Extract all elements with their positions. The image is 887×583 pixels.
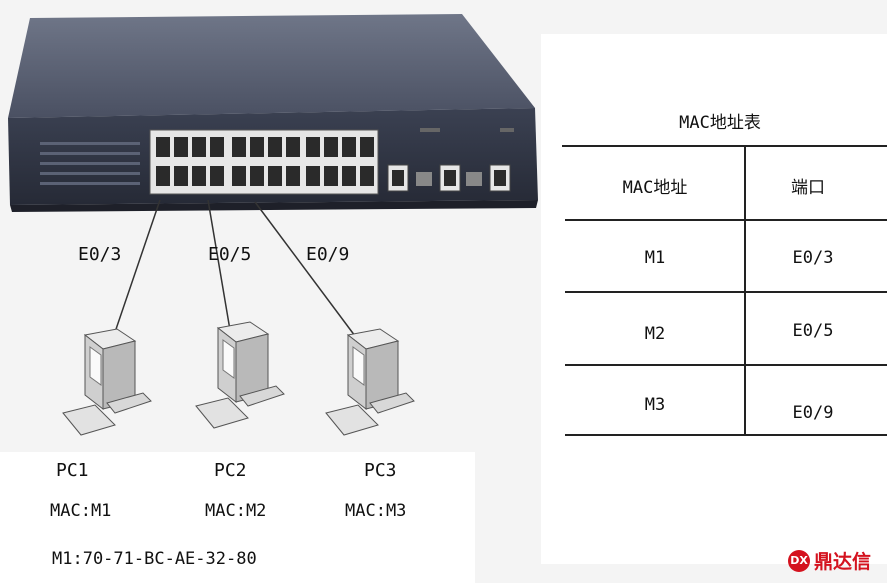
table-header-mac: MAC地址 xyxy=(622,178,688,198)
table-rule xyxy=(565,364,887,366)
mac-address-note: M1:70-71-BC-AE-32-80 xyxy=(52,549,257,569)
table-column-divider xyxy=(744,145,746,436)
pc-info-panel xyxy=(0,452,475,583)
table-cell-port: E0/5 xyxy=(792,321,834,341)
pc3-mac: MAC:M3 xyxy=(345,501,407,521)
pc3-icon xyxy=(325,328,415,436)
watermark-logo: DX 鼎达信 xyxy=(788,547,871,574)
pc2-icon xyxy=(195,321,285,429)
pc1-name: PC1 xyxy=(56,460,89,481)
table-cell-port: E0/9 xyxy=(792,403,834,423)
table-cell-mac: M1 xyxy=(644,248,666,268)
table-rule xyxy=(565,291,887,293)
cable-pc2 xyxy=(207,199,231,331)
port-label-pc3: E0/9 xyxy=(306,244,350,265)
pc1-icon xyxy=(62,328,152,436)
cable-pc1 xyxy=(112,199,161,339)
port-label-pc2: E0/5 xyxy=(208,244,252,265)
pc1-mac: MAC:M1 xyxy=(50,501,112,521)
table-cell-port: E0/3 xyxy=(792,248,834,268)
pc2-name: PC2 xyxy=(214,460,247,481)
cables xyxy=(112,199,359,341)
network-switch xyxy=(8,14,538,212)
table-cell-mac: M2 xyxy=(644,324,666,344)
table-rule xyxy=(562,145,887,147)
table-rule xyxy=(565,219,887,221)
mac-table-title: MAC地址表 xyxy=(679,113,761,133)
table-cell-mac: M3 xyxy=(644,395,666,415)
table-rule xyxy=(565,434,887,436)
pc3-name: PC3 xyxy=(364,460,397,481)
pc2-mac: MAC:M2 xyxy=(205,501,267,521)
table-header-port: 端口 xyxy=(791,178,825,198)
watermark-text: 鼎达信 xyxy=(814,551,872,573)
port-label-pc1: E0/3 xyxy=(78,244,122,265)
logo-mark-icon: DX xyxy=(788,549,810,572)
mac-address-table xyxy=(541,34,887,564)
cable-pc3 xyxy=(254,201,359,341)
